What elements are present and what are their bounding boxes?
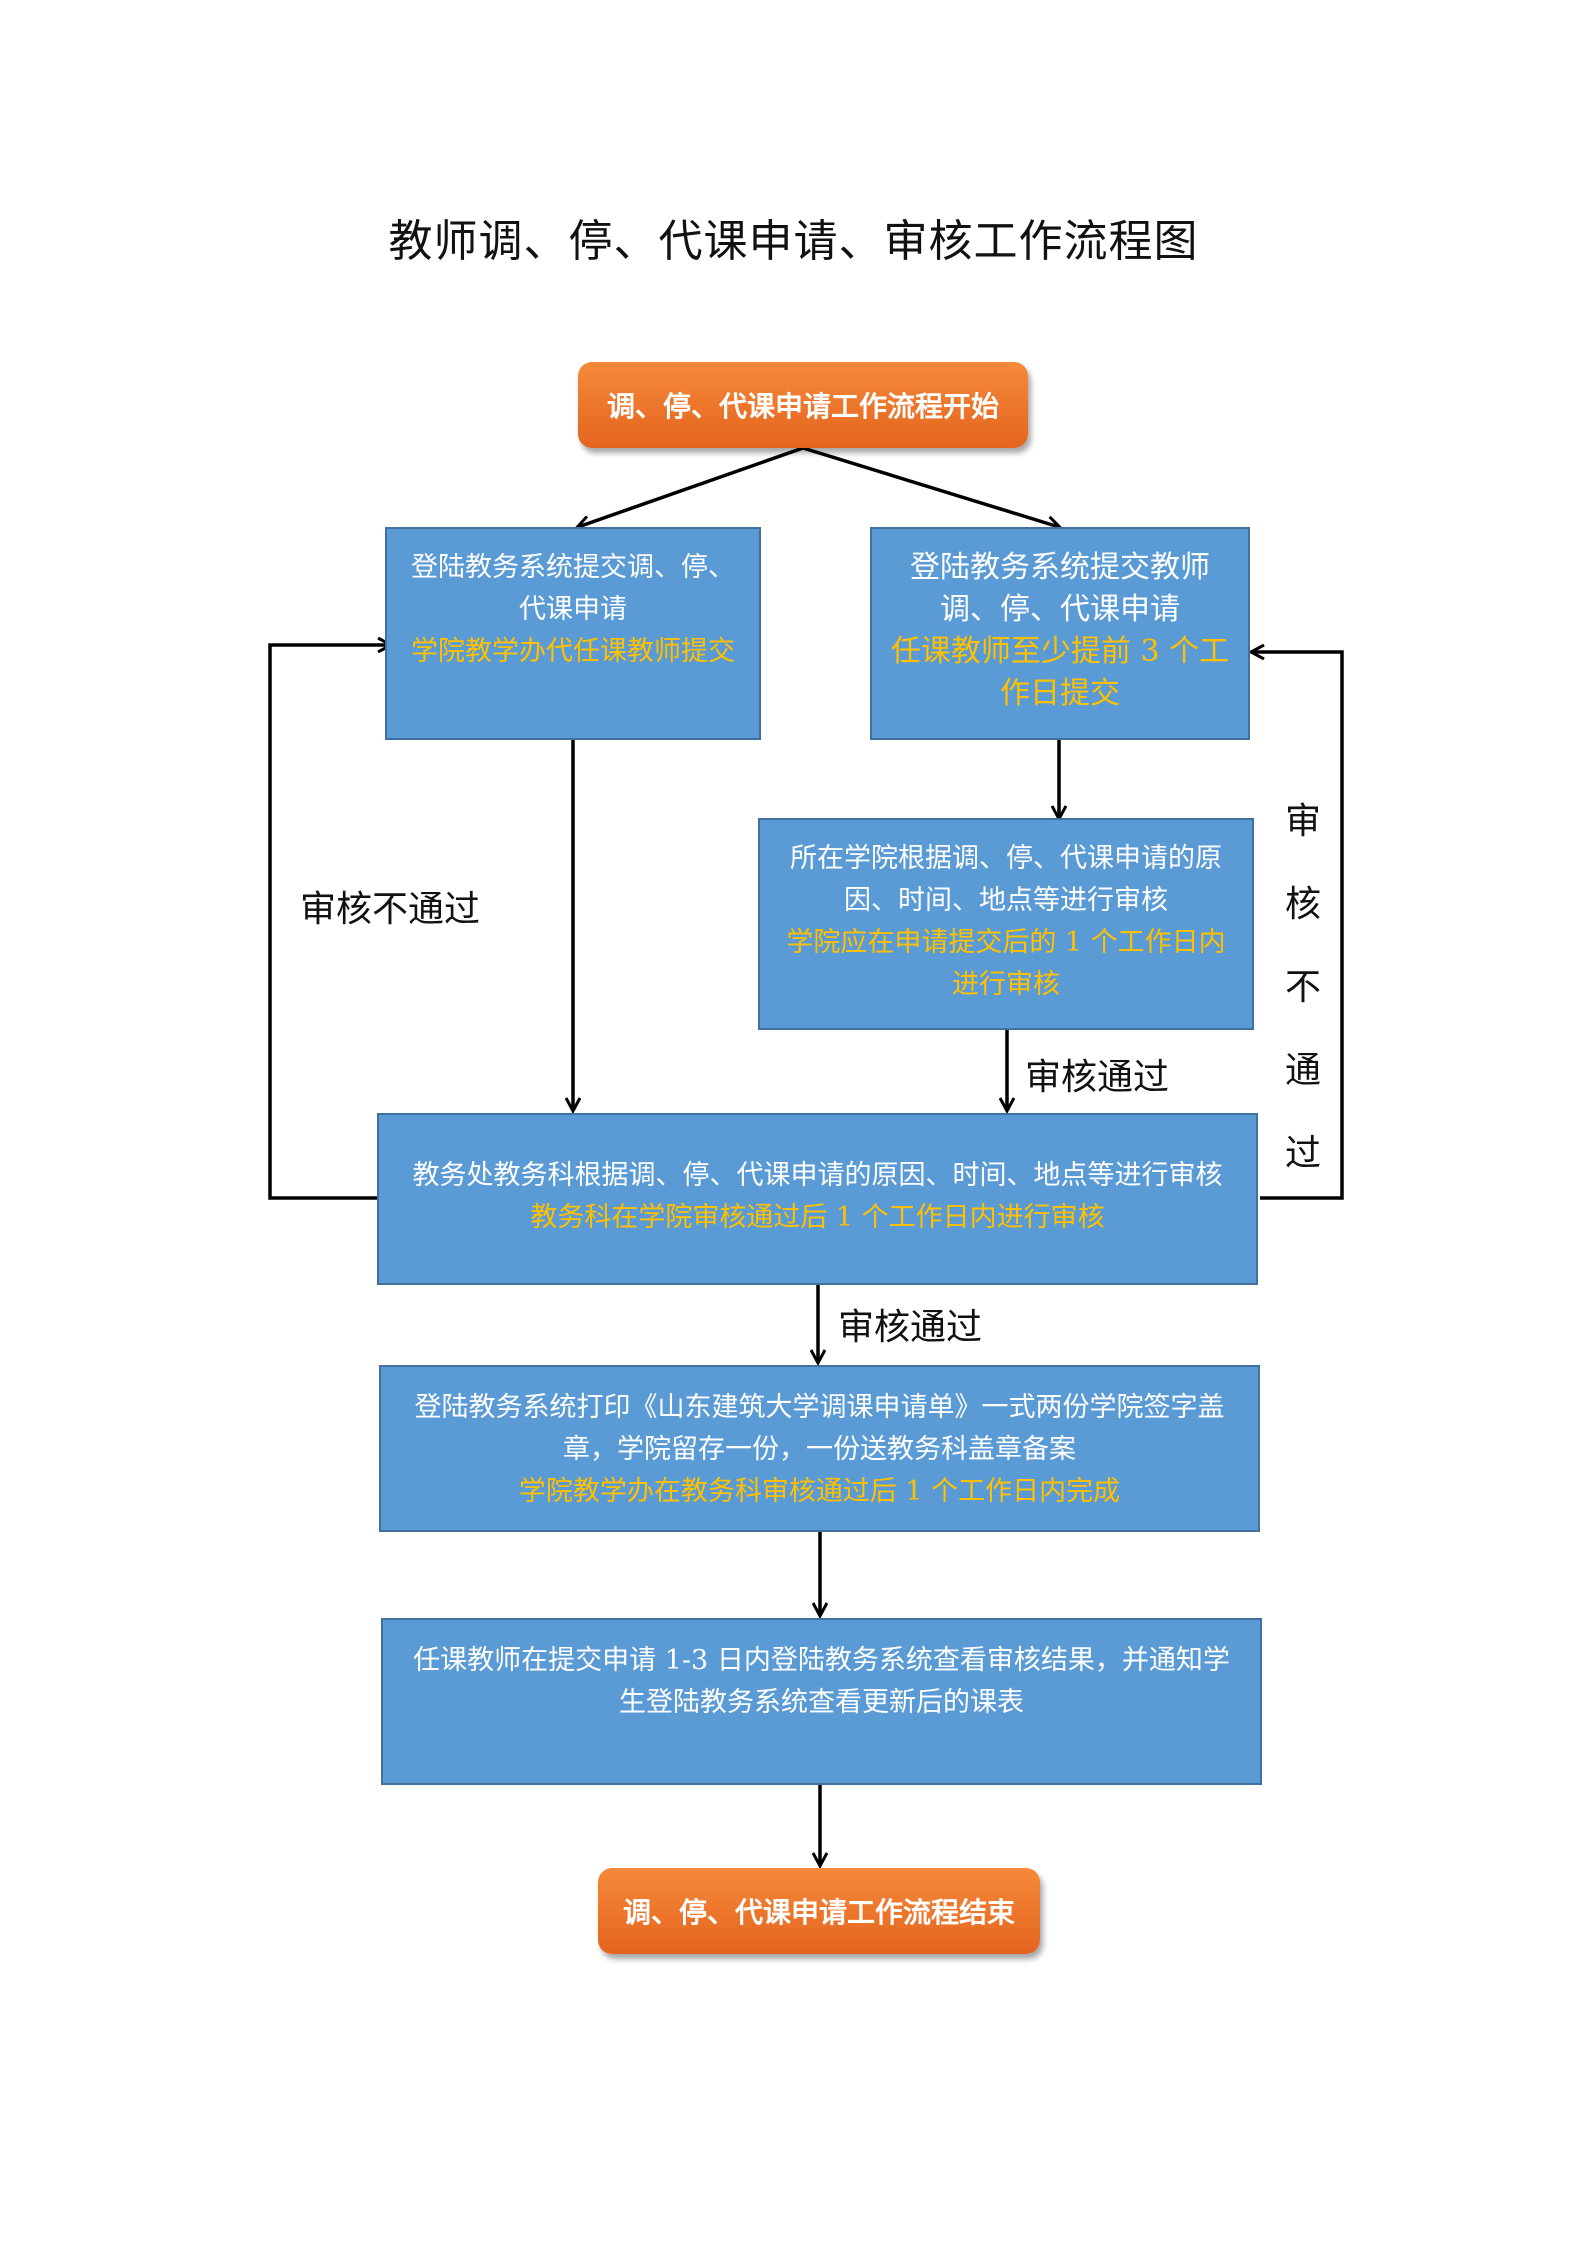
label-reject-right-char: 核 (1284, 884, 1321, 925)
box-check-result: 任课教师在提交申请 1-3 日内登陆教务系统查看审核结果，并通知学生登陆教务系统… (381, 1618, 1262, 1785)
box-college-note: 学院应在申请提交后的 1 个工作日内进行审核 (786, 927, 1226, 1000)
label-reject-right: 审 核 不 通 过 (1283, 780, 1323, 1195)
label-reject-right-char: 审 (1284, 801, 1321, 842)
box-right-note: 任课教师至少提前 3 个工作日提交 (890, 634, 1230, 711)
box-office-main: 教务处教务科根据调、停、代课申请的原因、时间、地点等进行审核 (412, 1160, 1223, 1191)
arrow-start-to-right (802, 446, 1059, 527)
label-pass-college: 审核通过 (1025, 1057, 1170, 1098)
box-left-submit: 登陆教务系统提交调、停、代课申请 学院教学办代任课教师提交 (385, 527, 761, 740)
label-pass-office: 审核通过 (838, 1307, 983, 1348)
label-reject-left: 审核不通过 (300, 889, 481, 930)
page-title: 教师调、停、代课申请、审核工作流程图 (388, 216, 1199, 267)
box-college-review: 所在学院根据调、停、代课申请的原因、时间、地点等进行审核 学院应在申请提交后的 … (758, 818, 1254, 1030)
arrow-start-to-left (578, 446, 804, 527)
box-print-note: 学院教学办在教务科审核通过后 1 个工作日内完成 (518, 1476, 1121, 1507)
label-reject-right-char: 过 (1284, 1133, 1321, 1174)
box-print-main: 登陆教务系统打印《山东建筑大学调课申请单》一式两份学院签字盖章，学院留存一份，一… (414, 1392, 1225, 1465)
box-college-main: 所在学院根据调、停、代课申请的原因、时间、地点等进行审核 (790, 843, 1222, 916)
box-right-main: 登陆教务系统提交教师调、停、代课申请 (910, 550, 1210, 627)
box-check-main: 任课教师在提交申请 1-3 日内登陆教务系统查看审核结果，并通知学生登陆教务系统… (413, 1645, 1230, 1718)
box-left-main: 登陆教务系统提交调、停、代课申请 (411, 552, 735, 625)
box-office-note: 教务科在学院审核通过后 1 个工作日内进行审核 (530, 1202, 1105, 1233)
arrow-reject-left-loop (268, 645, 390, 1200)
arrow-reject-right-loop (1252, 652, 1344, 1200)
label-reject-right-char: 不 (1284, 967, 1321, 1008)
box-left-note: 学院教学办代任课教师提交 (411, 636, 735, 667)
box-print-form: 登陆教务系统打印《山东建筑大学调课申请单》一式两份学院签字盖章，学院留存一份，一… (379, 1365, 1260, 1532)
label-reject-right-char: 通 (1284, 1050, 1321, 1091)
end-terminal: 调、停、代课申请工作流程结束 (598, 1868, 1040, 1954)
box-office-review: 教务处教务科根据调、停、代课申请的原因、时间、地点等进行审核 教务科在学院审核通… (377, 1113, 1258, 1285)
start-terminal: 调、停、代课申请工作流程开始 (578, 362, 1028, 448)
box-right-submit: 登陆教务系统提交教师调、停、代课申请 任课教师至少提前 3 个工作日提交 (870, 527, 1250, 740)
